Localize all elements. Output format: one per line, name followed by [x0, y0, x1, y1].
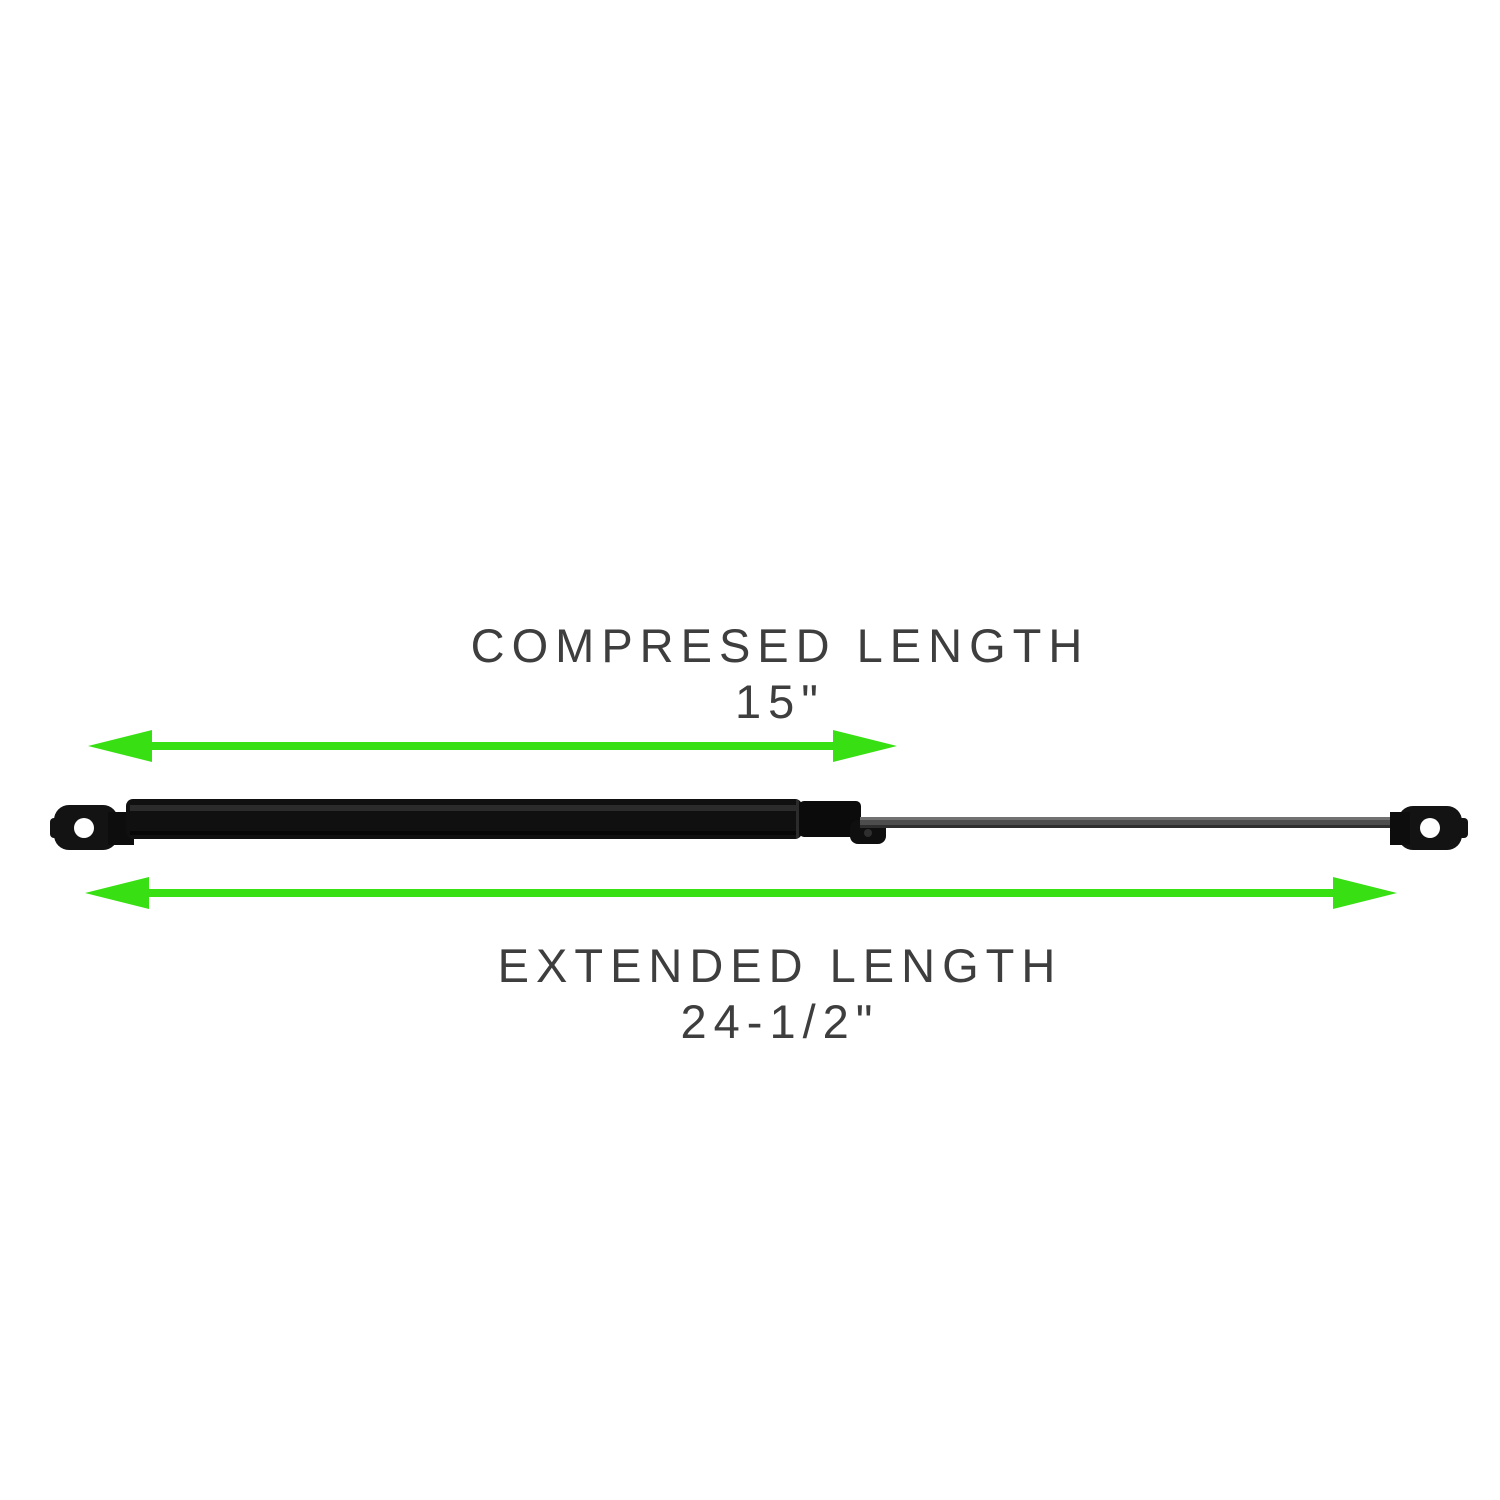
strut-right-eyelet [1390, 806, 1468, 850]
strut-left-eyelet [50, 805, 134, 850]
compressed-length-title: COMPRESED LENGTH [470, 619, 1090, 672]
extended-length-title: EXTENDED LENGTH [497, 939, 1063, 992]
compressed-length-value: 15" [735, 675, 825, 728]
strut-piston-rod [860, 817, 1408, 828]
extended-length-value: 24-1/2" [680, 995, 880, 1048]
gas-strut-image [50, 799, 1468, 850]
compressed-length-arrow-icon [88, 730, 897, 762]
strut-cylinder-body [126, 799, 861, 839]
extended-length-arrow-icon [85, 877, 1397, 909]
